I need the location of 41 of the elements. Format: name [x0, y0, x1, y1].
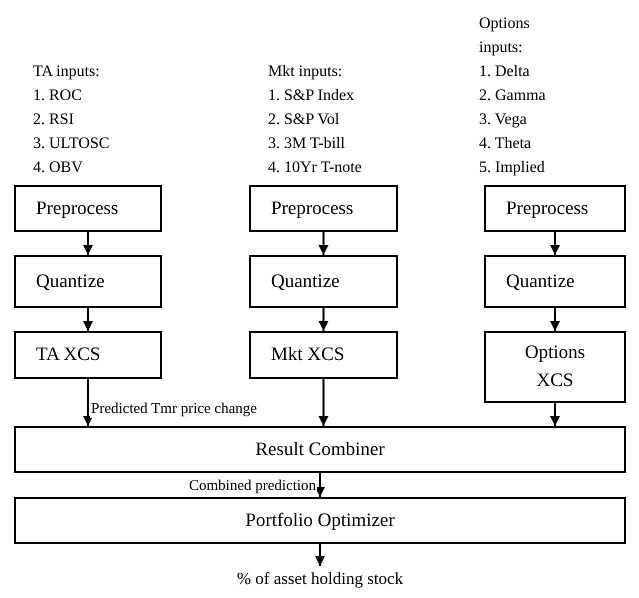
edge-label: Combined prediction	[188, 477, 318, 495]
process-box: Result Combiner	[14, 426, 626, 473]
process-box: Preprocess	[14, 185, 162, 232]
process-box: Preprocess	[484, 185, 626, 232]
input-heading: Options inputs:	[479, 14, 531, 58]
arrow	[318, 232, 328, 255]
input-list-item: 2. Gamma	[479, 86, 546, 106]
process-box: Preprocess	[249, 185, 398, 232]
input-heading: Mkt inputs:	[268, 62, 342, 82]
input-list-item: 1. ROC	[33, 86, 82, 106]
arrow	[550, 232, 560, 255]
arrow	[315, 473, 325, 497]
arrow	[318, 308, 328, 331]
process-box: Quantize	[484, 255, 626, 308]
edge-label: Predicted Tmr price change	[90, 400, 258, 418]
process-box: Portfolio Optimizer	[14, 497, 626, 544]
arrow	[83, 232, 93, 255]
input-list-item: 3. Vega	[479, 110, 527, 130]
input-list-item: 5. Implied	[479, 158, 545, 178]
arrow	[83, 308, 93, 331]
process-box: Options XCS	[484, 331, 626, 403]
output-text: % of asset holding stock	[200, 566, 440, 592]
arrow	[318, 379, 328, 426]
input-list-item: 4. 10Yr T-note	[268, 158, 362, 178]
process-box: Quantize	[249, 255, 398, 308]
input-list-item: 1. Delta	[479, 62, 530, 82]
input-list-item: 4. OBV	[33, 158, 83, 178]
process-box: Quantize	[14, 255, 162, 308]
input-heading: TA inputs:	[33, 62, 100, 82]
arrow	[83, 379, 93, 426]
input-list-item: 1. S&P Index	[268, 86, 354, 106]
input-list-item: 2. S&P Vol	[268, 110, 340, 130]
arrow	[550, 308, 560, 331]
input-list-item: 4. Theta	[479, 134, 532, 154]
input-list-item: 3. 3M T-bill	[268, 134, 345, 154]
arrow	[550, 403, 560, 426]
input-list-item: 2. RSI	[33, 110, 74, 130]
process-box: TA XCS	[14, 331, 162, 379]
arrow	[315, 544, 325, 566]
input-list-item: 3. ULTOSC	[33, 134, 110, 154]
process-box: Mkt XCS	[249, 331, 398, 379]
